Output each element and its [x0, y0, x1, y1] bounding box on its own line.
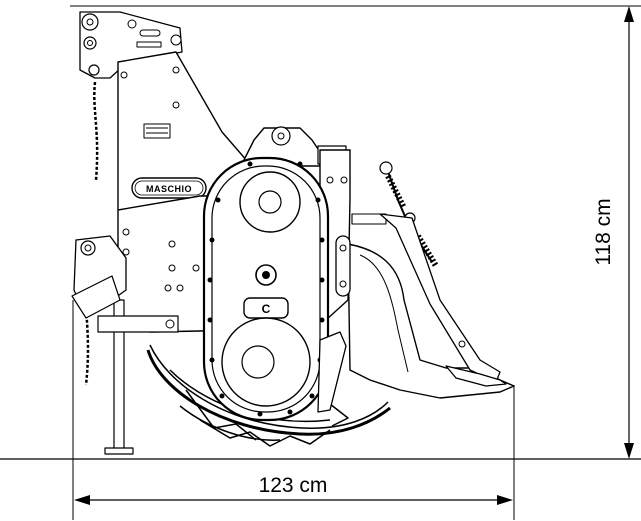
width-label: 123 cm [259, 474, 328, 497]
width-dimension [74, 495, 513, 505]
depth-adjuster [317, 235, 351, 413]
hanging-chain [83, 81, 99, 386]
height-label: 118 cm [592, 198, 615, 265]
rotary-tiller-drawing: MASCHIO [71, 11, 515, 455]
drive-cover: C [202, 156, 330, 422]
spring-suspension [379, 161, 507, 387]
height-dimension [624, 6, 634, 459]
rear-shield [347, 243, 515, 399]
brand-logo-text: MASCHIO [146, 184, 192, 194]
brand-plate: MASCHIO [131, 177, 207, 199]
parking-stand [97, 299, 179, 455]
cover-bolts [207, 161, 325, 417]
cover-badge-text: C [262, 302, 271, 316]
